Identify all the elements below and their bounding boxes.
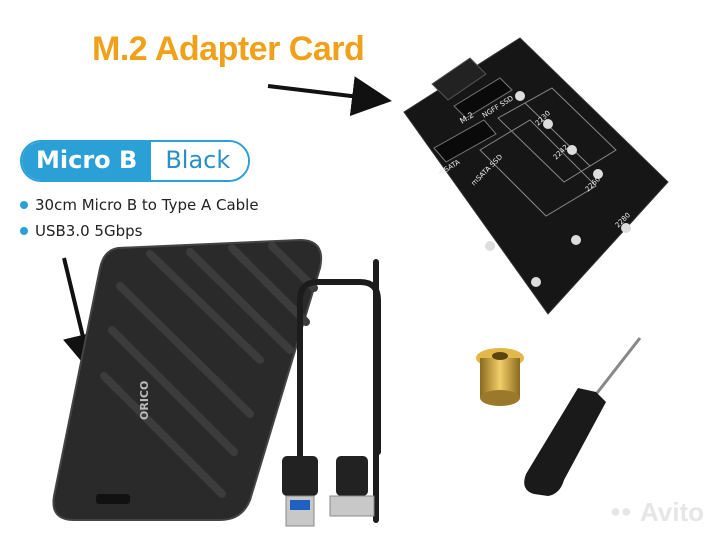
badge-connector: Micro B: [22, 142, 152, 180]
badge-color: Black: [151, 142, 249, 180]
screwdriver: [524, 337, 642, 496]
avito-watermark: ●● Avito: [610, 497, 705, 527]
usb-cable: [297, 259, 381, 523]
bullet-dot: [20, 201, 28, 209]
arrow-to-adapter: [267, 76, 392, 117]
micro-b-plug: [329, 456, 375, 517]
feature-item: 30cm Micro B to Type A Cable: [20, 192, 259, 218]
feature-list: 30cm Micro B to Type A Cable USB3.0 5Gbp…: [20, 192, 259, 244]
usb-type-a-plug: [282, 456, 318, 527]
feature-item: USB3.0 5Gbps: [20, 218, 259, 244]
brass-standoff: [476, 348, 524, 406]
hdd-enclosure: ORICO: [52, 238, 322, 521]
variant-badge: Micro B Black: [20, 140, 251, 182]
m2-adapter-card: M.2 NGFF SSD mSATA mSATA SSD 2230 2242 2…: [403, 37, 669, 315]
avito-logo-icon: ●●: [610, 501, 632, 521]
enclosure-logo: ORICO: [138, 381, 151, 420]
bullet-dot: [20, 227, 28, 235]
page-title: M.2 Adapter Card: [92, 30, 365, 68]
